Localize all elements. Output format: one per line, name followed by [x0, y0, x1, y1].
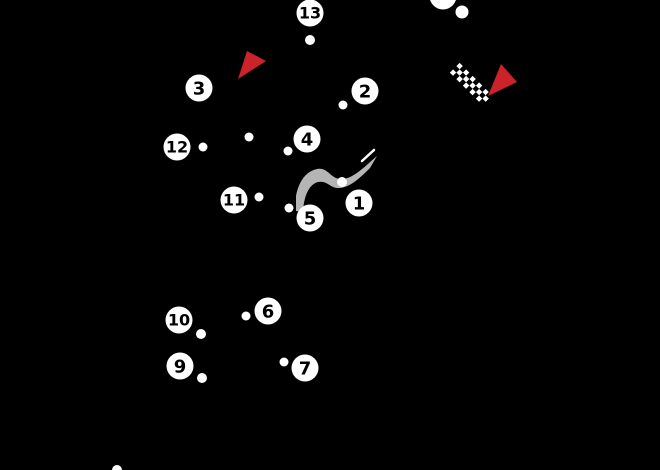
- turn-marker-3: 3: [185, 74, 213, 102]
- turn-marker-circle: [166, 352, 194, 380]
- turn-marker-4: 4: [293, 125, 321, 153]
- corner-dot-10: [197, 373, 207, 383]
- direction-arrow-finish-icon: [488, 64, 517, 96]
- turn-marker-label: 1: [353, 193, 366, 214]
- turn-marker-label: 4: [301, 129, 314, 150]
- turn-marker-label: 9: [174, 356, 187, 377]
- direction-arrow-upper-icon: [238, 51, 266, 79]
- corner-dot-12: [455, 5, 469, 19]
- turn-marker-9: 9: [166, 352, 194, 380]
- turn-marker-1: 1: [345, 189, 373, 217]
- turn-marker-circle: [220, 186, 248, 214]
- turn-marker-circle: [185, 74, 213, 102]
- corner-dot-13: [112, 465, 122, 470]
- turn-marker-circle: [296, 0, 324, 27]
- turn-marker-circle: [163, 133, 191, 161]
- corner-dot-9: [196, 329, 206, 339]
- turn-marker-label: 6: [262, 301, 275, 322]
- turn-marker-circle: [254, 297, 282, 325]
- flag-cell: [466, 85, 473, 93]
- turn-marker-label: 7: [299, 358, 312, 379]
- turn-marker-7: 7: [291, 354, 319, 382]
- turn-marker-circle: [165, 306, 193, 334]
- turn-marker-circle: [291, 354, 319, 382]
- turn-marker-13: 13: [296, 0, 324, 27]
- turn-marker-circle: [345, 189, 373, 217]
- turn-marker-10: 10: [165, 306, 193, 334]
- track-sliver: [360, 148, 376, 163]
- turn-marker-circle: [293, 125, 321, 153]
- corner-dot-4: [198, 142, 208, 152]
- corner-dot-0: [305, 35, 315, 45]
- corner-dot-7: [337, 177, 347, 187]
- corner-dot-8: [241, 311, 251, 321]
- turn-marker-11: 11: [220, 186, 248, 214]
- turn-marker-label: 12: [166, 138, 188, 157]
- turn-marker-circle: [351, 77, 379, 105]
- turn-marker-label: 10: [168, 311, 190, 330]
- flag-cell: [469, 75, 476, 83]
- turn-marker-12: 12: [163, 133, 191, 161]
- turn-marker-circle: [296, 204, 324, 232]
- corner-dot-2: [244, 132, 254, 142]
- corner-dot-3: [283, 146, 293, 156]
- corner-dot-5: [254, 192, 264, 202]
- corner-dot-6: [284, 203, 294, 213]
- turn-marker-6: 6: [254, 297, 282, 325]
- corner-dot-11: [279, 357, 289, 367]
- turn-marker-5: 5: [296, 204, 324, 232]
- turn-marker-partial: [430, 0, 456, 10]
- track-ribbon: [296, 156, 377, 212]
- start-finish-flag-icon: [449, 62, 493, 106]
- turn-marker-label: 11: [223, 191, 245, 210]
- turn-marker-label: 3: [193, 78, 206, 99]
- turn-marker-2: 2: [351, 77, 379, 105]
- corner-dot-1: [338, 100, 348, 110]
- turn-marker-label: 5: [304, 208, 317, 229]
- turn-marker-label: 13: [299, 4, 321, 23]
- turn-marker-label: 2: [359, 81, 372, 102]
